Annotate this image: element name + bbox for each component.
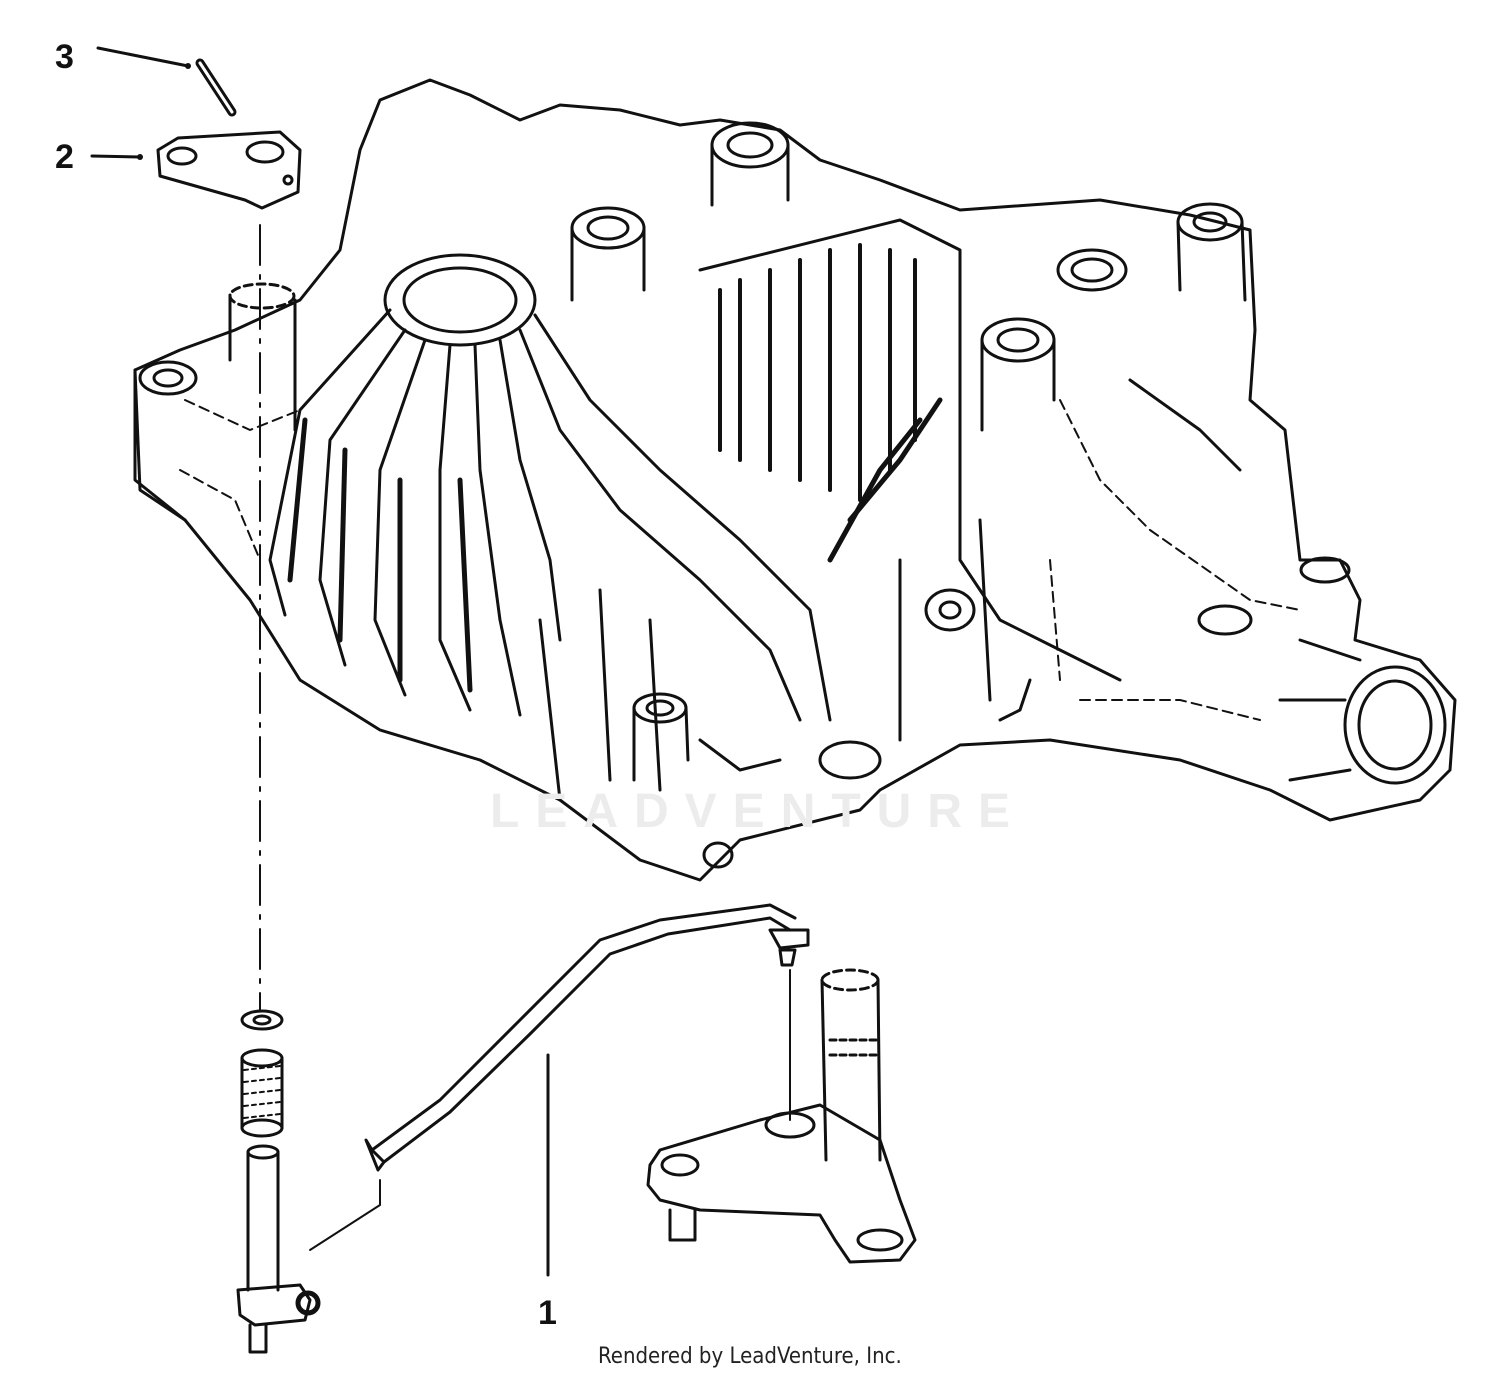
- transaxle-housing: [133, 78, 1457, 882]
- callout-2: 2: [55, 138, 74, 176]
- callout-3: 3: [55, 38, 74, 76]
- footer-credit: Rendered by LeadVenture, Inc.: [598, 1344, 902, 1369]
- watermark-text: LEADVENTURE: [490, 785, 1027, 838]
- callout-3-leader: [96, 46, 190, 68]
- part-1-control-rod: [364, 903, 810, 1172]
- part-2-arm: [156, 130, 302, 210]
- shift-shaft: [236, 1144, 321, 1354]
- pivot-arm-assembly: [646, 968, 917, 1264]
- callout-2-leader: [90, 154, 142, 159]
- callout-1: 1: [538, 1294, 557, 1332]
- part-3-pin: [195, 58, 237, 117]
- washer: [240, 1009, 284, 1031]
- rod-connection-line: [309, 1179, 381, 1251]
- spring: [240, 1048, 284, 1138]
